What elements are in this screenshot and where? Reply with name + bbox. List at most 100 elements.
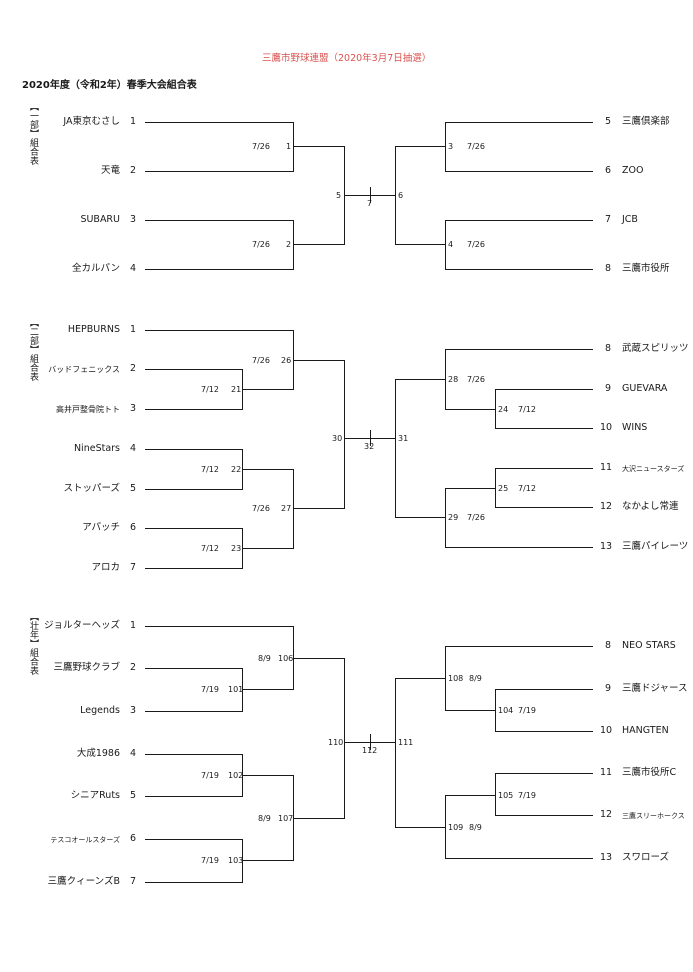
bracket-line — [395, 244, 446, 245]
final-tick — [370, 734, 371, 750]
bracket-line — [445, 710, 496, 711]
bracket-line — [445, 269, 593, 270]
game-number: 27 — [281, 504, 292, 513]
game-number: 26 — [281, 356, 292, 365]
final-tick — [370, 187, 371, 203]
game-date: 7/26 — [467, 375, 485, 384]
division-label-sonen: 【壮年】組合表 — [26, 612, 38, 680]
game-number: 4 — [448, 240, 454, 249]
team-number: 4 — [130, 443, 137, 454]
bracket-line — [495, 815, 593, 816]
team-name: 三鷹野球クラブ — [53, 662, 120, 673]
team-number: 6 — [130, 833, 137, 844]
game-number: 6 — [398, 191, 404, 200]
bracket-line — [344, 360, 345, 509]
bracket-line — [242, 689, 294, 690]
bracket-line — [293, 244, 345, 245]
team-number: 3 — [130, 214, 137, 225]
team-number: 2 — [130, 165, 137, 176]
game-number: 21 — [231, 385, 242, 394]
team-number: 10 — [600, 725, 613, 736]
team-name: テスコオールスターズ — [50, 836, 120, 844]
team-number: 1 — [130, 324, 137, 335]
team-number: 8 — [605, 263, 612, 274]
bracket-line — [495, 468, 496, 508]
game-date: 7/26 — [252, 240, 270, 249]
bracket-line — [242, 469, 294, 470]
bracket-line — [242, 839, 243, 883]
team-name: 三鷹クィーンズB — [47, 876, 120, 887]
game-date: 7/26 — [467, 240, 485, 249]
game-date: 7/12 — [518, 484, 536, 493]
game-date: 7/26 — [467, 142, 485, 151]
game-number: 22 — [231, 465, 242, 474]
game-date: 8/9 — [258, 814, 271, 823]
team-number: 13 — [600, 541, 613, 552]
division-label-ichibu: 【一部】組合表 — [26, 102, 38, 170]
bracket-line — [395, 517, 446, 518]
bracket-line — [395, 379, 446, 380]
bracket-line — [495, 773, 593, 774]
bracket-line — [145, 711, 243, 712]
bracket-line — [145, 668, 243, 669]
game-date: 7/12 — [201, 385, 219, 394]
team-number: 7 — [130, 876, 137, 887]
bracket-line — [242, 668, 243, 712]
bracket-line — [395, 678, 396, 828]
team-name: スワローズ — [622, 852, 670, 863]
bracket-line — [145, 449, 243, 450]
team-name: NEO STARS — [622, 640, 676, 651]
bracket-line — [242, 389, 294, 390]
bracket-line — [445, 646, 593, 647]
team-name: WINS — [622, 422, 648, 433]
bracket-line — [145, 489, 243, 490]
final-game-number: 32 — [364, 442, 375, 451]
bracket-line — [495, 389, 593, 390]
game-number: 105 — [498, 791, 514, 800]
team-number: 7 — [130, 562, 137, 573]
team-number: 12 — [600, 809, 613, 820]
game-number: 3 — [448, 142, 454, 151]
team-number: 1 — [130, 620, 137, 631]
team-number: 2 — [130, 363, 137, 374]
bracket-line — [344, 658, 345, 819]
bracket-line — [242, 860, 294, 861]
final-tick — [370, 430, 371, 446]
team-name: 三鷹倶楽部 — [622, 116, 670, 127]
bracket-line — [445, 488, 496, 489]
final-game-number: 112 — [362, 746, 378, 755]
team-name: ZOO — [622, 165, 644, 176]
game-date: 7/26 — [252, 356, 270, 365]
bracket-line — [445, 220, 593, 221]
association-header: 三鷹市野球連盟（2020年3月7日抽選） — [262, 53, 432, 64]
bracket-line — [293, 146, 345, 147]
game-date: 7/26 — [252, 504, 270, 513]
bracket-line — [145, 754, 243, 755]
team-number: 6 — [605, 165, 612, 176]
team-name: SUBARU — [80, 214, 120, 225]
game-number: 109 — [448, 823, 464, 832]
game-number: 106 — [278, 654, 294, 663]
bracket-line — [293, 818, 345, 819]
bracket-line — [293, 360, 345, 361]
document-title: 2020年度（令和2年）春季大会組合表 — [22, 80, 197, 91]
team-name: 武蔵スピリッツ — [622, 343, 689, 354]
game-date: 7/19 — [518, 706, 536, 715]
bracket-line — [495, 689, 593, 690]
bracket-line — [445, 122, 593, 123]
game-number: 103 — [228, 856, 244, 865]
bracket-line — [145, 269, 294, 270]
bracket-line — [445, 122, 446, 172]
bracket-line — [395, 678, 446, 679]
team-number: 12 — [600, 501, 613, 512]
game-number: 30 — [332, 434, 343, 443]
bracket-line — [242, 775, 294, 776]
game-date: 7/12 — [518, 405, 536, 414]
team-number: 2 — [130, 662, 137, 673]
game-number: 107 — [278, 814, 294, 823]
bracket-line — [495, 731, 593, 732]
game-number: 2 — [286, 240, 292, 249]
bracket-line — [445, 646, 446, 711]
bracket-line — [445, 171, 593, 172]
team-number: 8 — [605, 640, 612, 651]
